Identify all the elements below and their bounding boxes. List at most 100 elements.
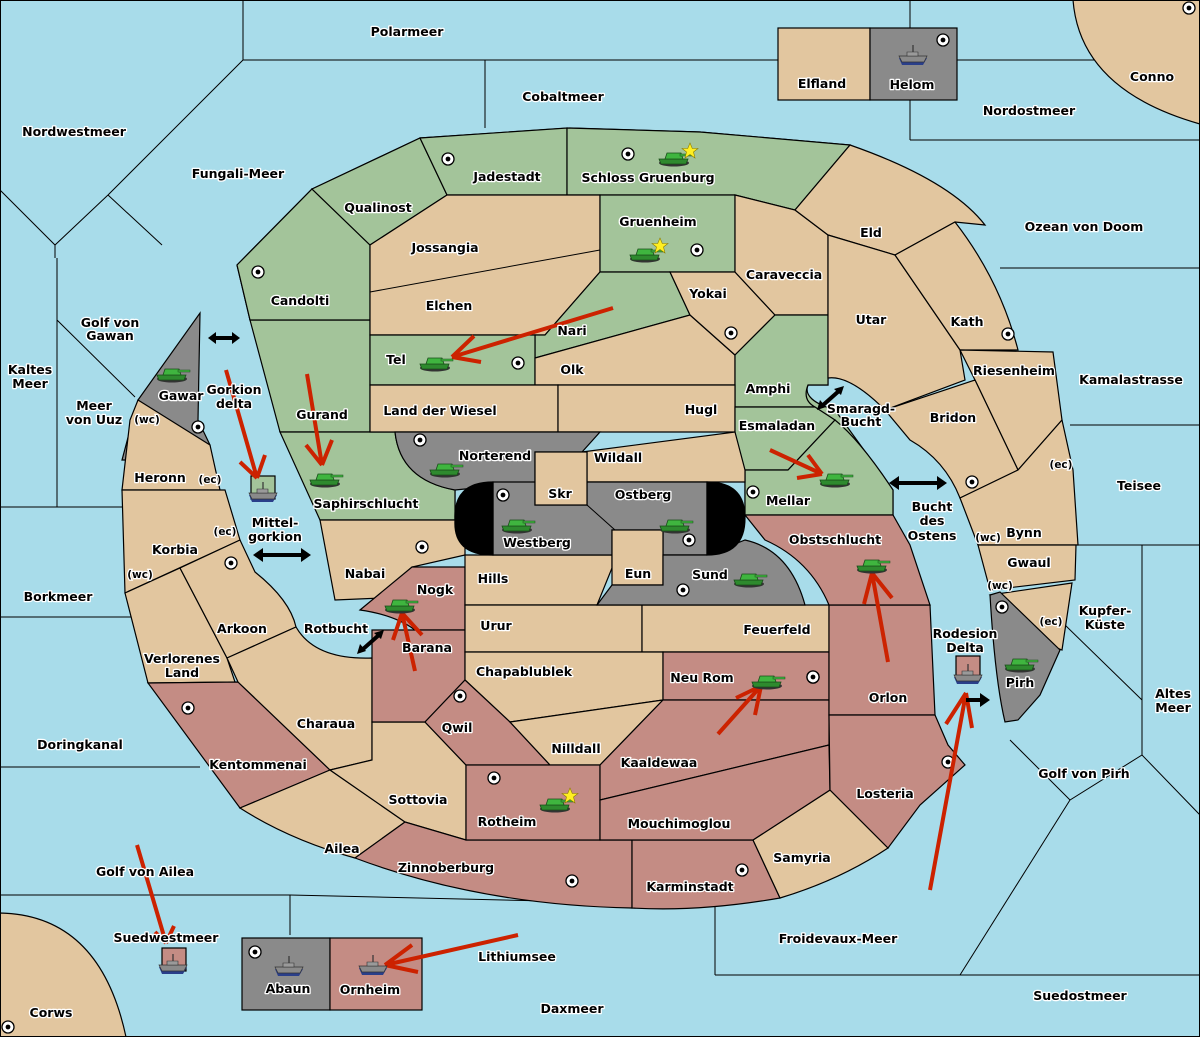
- label-land-der-wiesel: Land der Wiesel: [383, 403, 496, 418]
- label-urur: Urur: [480, 618, 512, 633]
- label-elchen: Elchen: [426, 298, 473, 313]
- label-barana: Barana: [402, 640, 452, 655]
- territory-losteria[interactable]: [828, 714, 966, 849]
- label-suedwestmeer: Suedwestmeer: [114, 930, 220, 945]
- label-gorkion-delta-1: Gorkion: [206, 382, 261, 397]
- label-skr: Skr: [548, 486, 572, 501]
- label-caraveccia: Caraveccia: [746, 267, 822, 282]
- supply-center-icon: [224, 556, 238, 570]
- label-saphirschlucht: Saphirschlucht: [314, 496, 419, 511]
- label-qwil: Qwil: [442, 720, 473, 735]
- supply-center-icon: [565, 874, 579, 888]
- label-smaragd-bucht-2: Bucht: [841, 414, 882, 429]
- supply-center-icon: [735, 863, 749, 877]
- supply-center-icon: [453, 689, 467, 703]
- label-qualinost: Qualinost: [344, 200, 411, 215]
- label-nilldall: Nilldall: [551, 741, 600, 756]
- move-arrow: [304, 373, 334, 467]
- territory-pirh[interactable]: [989, 591, 1061, 723]
- label-teisee: Teisee: [1117, 478, 1161, 493]
- label-golf-von-gawan-1: Golf von: [81, 315, 140, 330]
- label-feuerfeld: Feuerfeld: [743, 622, 810, 637]
- label-orlon: Orlon: [869, 690, 908, 705]
- coast-marker-ec: (ec): [199, 474, 222, 486]
- territory-utar[interactable]: [827, 234, 966, 411]
- label-golf-von-pirh: Golf von Pirh: [1038, 766, 1129, 781]
- label-tel: Tel: [386, 352, 406, 367]
- label-suedostmeer: Suedostmeer: [1033, 988, 1127, 1003]
- supply-center-icon: [413, 433, 427, 447]
- label-yokai: Yokai: [688, 286, 727, 301]
- territory-verlorenes-land[interactable]: [124, 567, 236, 684]
- supply-center-icon: [1182, 1, 1196, 15]
- supply-center-icon: [1001, 327, 1015, 341]
- label-rotheim: Rotheim: [478, 814, 537, 829]
- label-polarmeer: Polarmeer: [371, 24, 445, 39]
- label-gorkion-delta-2: delta: [216, 396, 252, 411]
- territory-gruenheim[interactable]: [599, 194, 736, 273]
- coast-marker-ec: (ec): [214, 526, 237, 538]
- label-kupfer-kueste-2: Küste: [1085, 617, 1125, 632]
- label-bucht-des-ostens-1: Bucht: [912, 499, 953, 514]
- label-ornheim: Ornheim: [340, 982, 400, 997]
- label-elfland: Elfland: [798, 76, 846, 91]
- label-borkmeer: Borkmeer: [24, 589, 94, 604]
- label-obstschlucht: Obstschlucht: [789, 532, 881, 547]
- territory-elfland[interactable]: [777, 27, 871, 101]
- supply-center-icon: [724, 326, 738, 340]
- label-schloss-gruenburg: Schloss Gruenburg: [581, 170, 714, 185]
- label-jadestadt: Jadestadt: [472, 169, 540, 184]
- label-neu-rom: Neu Rom: [670, 670, 733, 685]
- label-kamalastrasse: Kamalastrasse: [1079, 372, 1183, 387]
- label-wildall: Wildall: [594, 450, 642, 465]
- label-mittelgorkion-1: Mittel-: [252, 515, 299, 530]
- label-verlorenes-land-1: Verlorenes: [144, 651, 220, 666]
- label-chapablublek: Chapablublek: [476, 664, 573, 679]
- territory-obstschlucht[interactable]: [743, 514, 931, 606]
- label-jossangia: Jossangia: [410, 240, 478, 255]
- supply-center-icon: [248, 945, 262, 959]
- label-smaragd-bucht-1: Smaragd-: [827, 401, 895, 416]
- land-labels: Elfland Helom Conno Jadestadt Schloss Gr…: [28, 68, 1176, 1022]
- label-lithiumsee: Lithiumsee: [478, 949, 556, 964]
- label-nordostmeer: Nordostmeer: [983, 103, 1076, 118]
- support-arrows: [208, 332, 990, 707]
- coast-marker-ec: (ec): [1050, 459, 1073, 471]
- supply-center-icon: [181, 701, 195, 715]
- label-nordwestmeer: Nordwestmeer: [22, 124, 127, 139]
- supply-center-icon: [806, 670, 820, 684]
- label-nari: Nari: [557, 323, 586, 338]
- supply-center-icon: [496, 488, 510, 502]
- label-conno: Conno: [1130, 69, 1175, 84]
- territory-eld[interactable]: [794, 144, 987, 256]
- territory-gwaul[interactable]: [977, 544, 1077, 591]
- territory-kath[interactable]: [894, 221, 1019, 351]
- territory-skr[interactable]: [534, 451, 588, 506]
- label-riesenheim: Riesenheim: [973, 363, 1055, 378]
- supply-center-icon: [690, 243, 704, 257]
- label-esmaladan: Esmaladan: [739, 418, 815, 433]
- label-amphi: Amphi: [746, 381, 791, 396]
- label-rodesion-delta-1: Rodesion: [933, 626, 998, 641]
- territory-corws[interactable]: [0, 912, 127, 1037]
- supply-center-icon: [676, 583, 690, 597]
- label-gwaul: Gwaul: [1007, 555, 1050, 570]
- order-arrows: [135, 306, 974, 974]
- supply-center-icon: [415, 540, 429, 554]
- territory-sund[interactable]: [595, 539, 806, 606]
- sea-borders: [0, 0, 1200, 976]
- territory-mouchimoglou[interactable]: [599, 744, 831, 841]
- label-golf-von-ailea: Golf von Ailea: [96, 864, 194, 879]
- move-arrow: [135, 844, 176, 945]
- label-charaua: Charaua: [297, 716, 355, 731]
- move-arrow: [862, 571, 894, 663]
- label-gawar: Gawar: [159, 388, 205, 403]
- supply-center-icon: [995, 600, 1009, 614]
- double-arrow-icon: [360, 632, 382, 652]
- supply-center-icon: [191, 420, 205, 434]
- move-arrow: [224, 369, 267, 480]
- label-gruenheim: Gruenheim: [619, 214, 696, 229]
- territory-conno[interactable]: [1072, 0, 1200, 125]
- label-heronn: Heronn: [134, 470, 186, 485]
- coast-marker-wc: (wc): [975, 532, 1001, 544]
